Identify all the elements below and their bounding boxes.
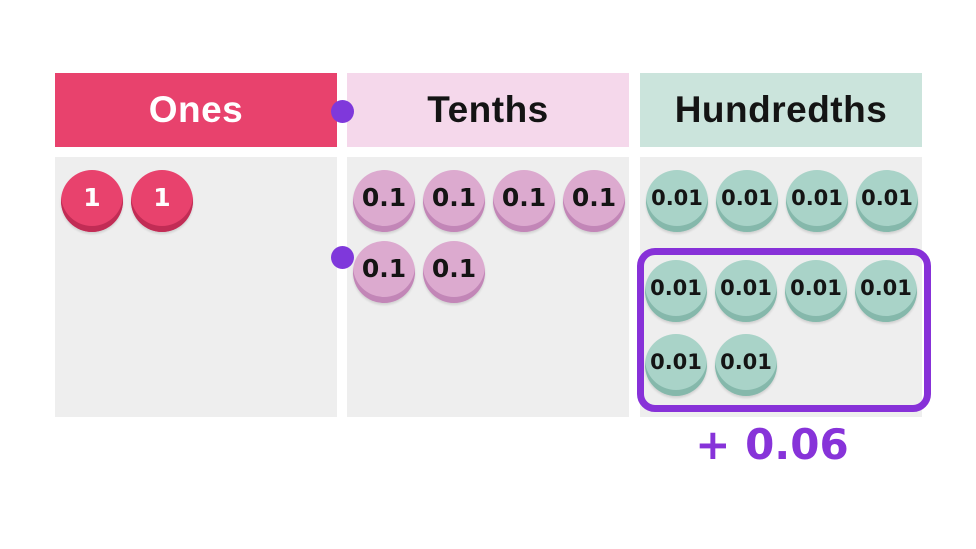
counter-0.01: 0.01 <box>646 170 708 232</box>
counter-0.01: 0.01 <box>716 170 778 232</box>
counter-0.1: 0.1 <box>563 170 625 232</box>
counter-0.1: 0.1 <box>493 170 555 232</box>
counter-1: 1 <box>61 170 123 232</box>
counter-0.1: 0.1 <box>423 241 485 303</box>
counter-0.01: 0.01 <box>715 334 777 396</box>
column-header: Hundredths <box>640 73 922 147</box>
addition-annotation: + 0.06 <box>695 420 849 469</box>
counter-0.01: 0.01 <box>856 170 918 232</box>
counter-1: 1 <box>131 170 193 232</box>
counter-0.1: 0.1 <box>423 170 485 232</box>
counter-0.01: 0.01 <box>645 260 707 322</box>
column-header: Tenths <box>347 73 629 147</box>
counter-0.1: 0.1 <box>353 170 415 232</box>
counter-0.01: 0.01 <box>786 170 848 232</box>
decimal-point-dot <box>331 246 354 269</box>
counter-0.01: 0.01 <box>785 260 847 322</box>
counter-0.1: 0.1 <box>353 241 415 303</box>
decimal-point-dot <box>331 100 354 123</box>
column-header: Ones <box>55 73 337 147</box>
counter-0.01: 0.01 <box>645 334 707 396</box>
counter-0.01: 0.01 <box>855 260 917 322</box>
counter-0.01: 0.01 <box>715 260 777 322</box>
